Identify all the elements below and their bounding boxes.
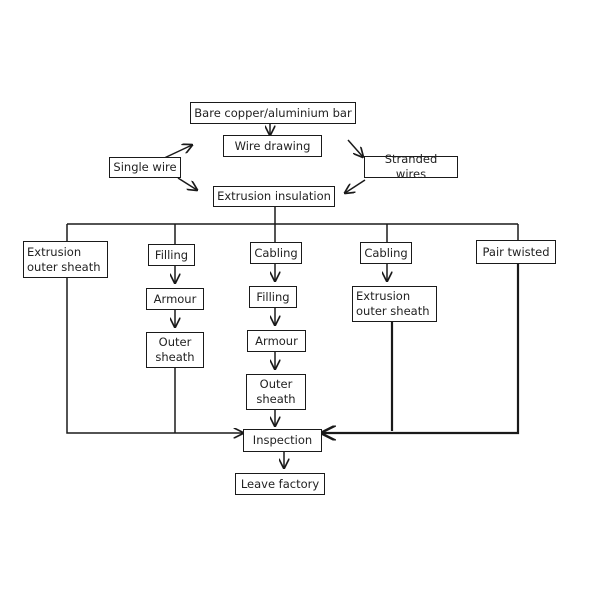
node-extrusion-insulation: Extrusion insulation	[213, 186, 335, 207]
node-branch3-outer-sheath: Outer sheath	[246, 374, 306, 410]
node-branch3-armour: Armour	[247, 330, 306, 352]
arrow-drawing-to-stranded	[347, 139, 363, 157]
node-branch4-extrusion-outer-sheath: Extrusion outer sheath	[352, 286, 437, 322]
line-b5-return	[322, 264, 520, 433]
node-single-wire: Single wire	[109, 157, 181, 178]
arrow-stranded-to-insulation	[345, 179, 366, 193]
node-branch2-filling: Filling	[148, 244, 195, 266]
node-branch5-pair-twisted: Pair twisted	[476, 240, 556, 264]
arrow-single-to-insulation	[177, 177, 197, 190]
node-stranded-wires: Stranded wires	[364, 152, 458, 181]
node-branch1-extrusion-outer-sheath: Extrusion outer sheath	[23, 241, 108, 278]
node-branch4-cabling: Cabling	[360, 242, 412, 264]
node-branch3-cabling: Cabling	[250, 242, 302, 264]
node-leave-factory: Leave factory	[235, 473, 325, 495]
node-inspection: Inspection	[243, 429, 322, 452]
node-branch3-filling: Filling	[249, 286, 297, 308]
node-branch2-outer-sheath: Outer sheath	[146, 332, 204, 368]
node-branch2-armour: Armour	[146, 288, 204, 310]
node-wire-drawing: Wire drawing	[223, 135, 322, 157]
node-bare-copper: Bare copper/aluminium bar	[190, 102, 356, 124]
line-b1-return	[66, 278, 243, 433]
